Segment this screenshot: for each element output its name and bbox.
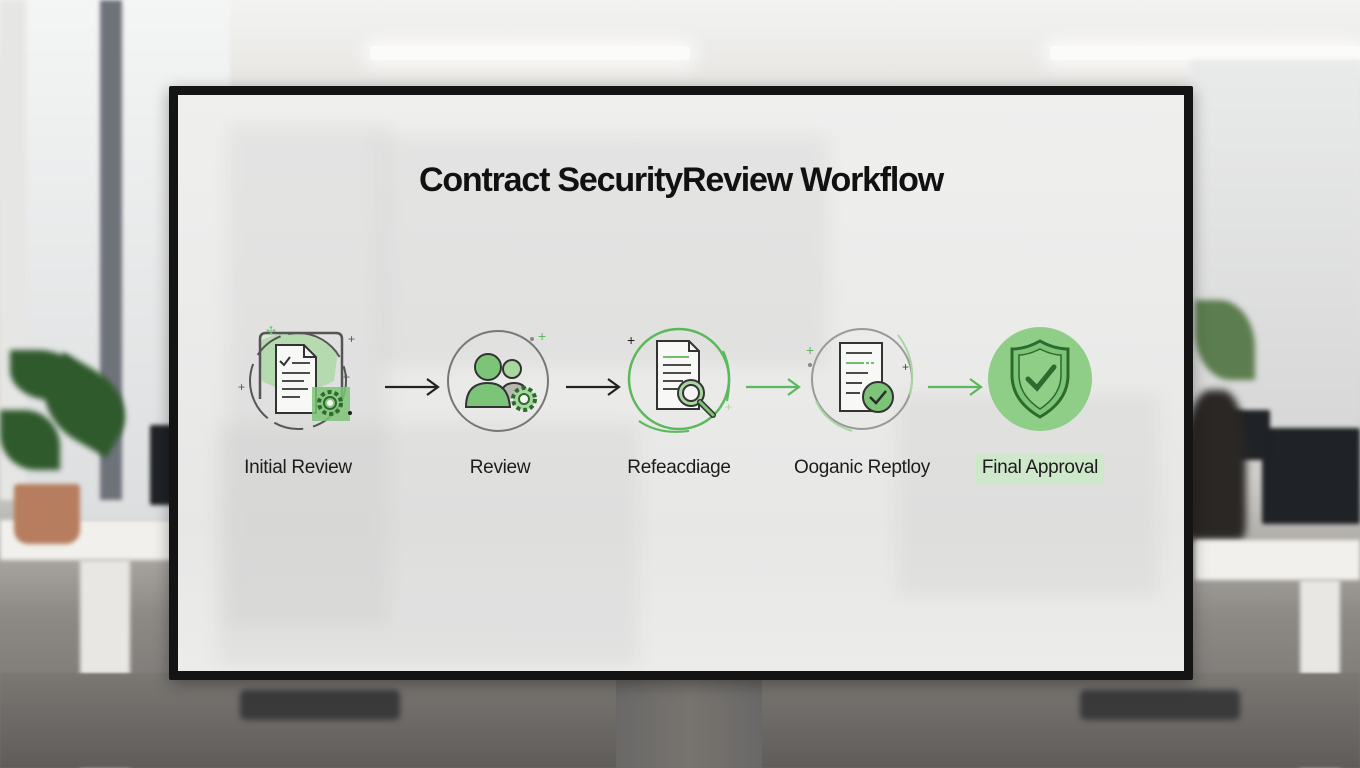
workflow-step-ooganic-reptloy: + + Ooganic Reptloy: [772, 321, 952, 479]
ceiling-light: [370, 46, 690, 60]
screen-reflection: [218, 425, 638, 665]
svg-text:+: +: [806, 342, 814, 358]
document-check-icon: + +: [802, 321, 922, 441]
desk: [1195, 540, 1360, 580]
step-label-highlighted: Final Approval: [975, 453, 1105, 483]
arrow-right-icon: [385, 378, 440, 396]
svg-text:+: +: [725, 400, 732, 414]
document-magnifier-icon: + +: [619, 321, 739, 441]
background-person: [1186, 390, 1246, 540]
workflow-step-initial-review: + + + ✣ Initial Review: [208, 321, 388, 479]
svg-text:+: +: [627, 332, 635, 348]
svg-text:+: +: [343, 370, 350, 384]
arrow-right-icon: [566, 378, 621, 396]
svg-text:+: +: [902, 360, 909, 374]
step-label: Initial Review: [244, 457, 352, 478]
users-gear-icon: +: [440, 321, 560, 441]
shield-check-icon: [980, 321, 1100, 441]
workflow-step-refeacdiage: + + Refeacdiage: [589, 321, 769, 479]
window: [1190, 60, 1360, 440]
svg-text:+: +: [348, 332, 355, 346]
monitor: Contract SecurityReview Workflow: [169, 86, 1193, 680]
monitor-stand: [616, 680, 762, 768]
step-label: Review: [469, 457, 531, 478]
office-chair: [240, 690, 400, 720]
arrow-right-icon: [928, 378, 983, 396]
svg-text:✣: ✣: [266, 324, 276, 338]
workflow: + + + ✣ Initial Review: [178, 321, 1184, 501]
step-label: Ooganic Reptloy: [794, 457, 930, 478]
workflow-step-review: + Review: [410, 321, 590, 479]
ceiling-light: [1050, 46, 1360, 60]
step-label: Refeacdiage: [627, 457, 731, 478]
plant-pot: [14, 484, 80, 544]
background-monitor: [1262, 428, 1360, 524]
document-gear-icon: + + + ✣: [238, 321, 358, 441]
window-frame: [100, 0, 122, 500]
svg-text:+: +: [538, 328, 546, 344]
screen-reflection: [378, 135, 828, 365]
workflow-step-final-approval: Final Approval: [950, 321, 1130, 483]
diagram-title: Contract SecurityReview Workflow: [419, 161, 944, 199]
svg-text:+: +: [238, 380, 245, 394]
office-chair: [1080, 690, 1240, 720]
screen: Contract SecurityReview Workflow: [178, 95, 1184, 671]
arrow-right-icon: [746, 378, 801, 396]
